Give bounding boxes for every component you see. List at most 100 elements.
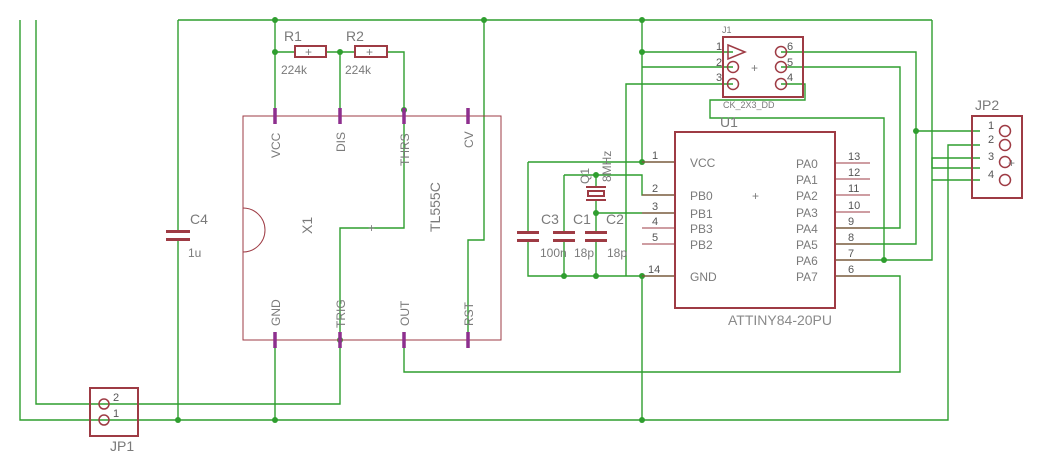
c3-name-label: C3: [541, 211, 559, 227]
pin-label: PA5: [796, 238, 818, 252]
resistor-body: [294, 45, 327, 58]
capacitor-plate: [585, 231, 607, 234]
pin-label-dis: DIS: [334, 132, 348, 152]
pin-label: GND: [690, 270, 717, 284]
junction-dot: [593, 273, 599, 279]
junction-dot: [639, 49, 645, 55]
junction-dot: [272, 17, 278, 23]
wire-j1-pin3: [625, 83, 733, 276]
pin-number: 4: [988, 169, 994, 181]
pin-label-out: OUT: [398, 300, 412, 326]
mcu-u1[interactable]: U1 ATTINY84-20PU + 1 2 3 4 5 14 VCC PB0 …: [642, 114, 870, 328]
c1-value-label: 18p: [574, 246, 594, 260]
junction-dot: [913, 128, 919, 134]
timer-555-x1[interactable]: VCC DIS THRS CV GND TRIG OUT RST X1 TL55…: [242, 108, 502, 348]
j1-part-label: CK_2X3_DD: [723, 100, 775, 110]
pin-number: 3: [988, 151, 994, 163]
c2-name-label: C2: [606, 211, 624, 227]
wire-j1-pin4: [709, 83, 885, 261]
crystal-q1[interactable]: Q1 8MHz: [578, 151, 614, 213]
capacitor-c1[interactable]: C1 18p: [553, 211, 594, 260]
header-pin: [726, 77, 740, 91]
pin-number: 14: [648, 264, 660, 276]
pin-label: PA1: [796, 173, 818, 187]
timer-name-label: X1: [299, 217, 315, 234]
pin-label-thrs: THRS: [398, 133, 412, 166]
mcu-left-pins: 1 2 3 4 5 14 VCC PB0 PB1 PB3 PB2 GND: [642, 150, 717, 284]
c3-value-label: 100n: [540, 246, 567, 260]
header-pin: [998, 138, 1012, 152]
header-pin: [998, 155, 1012, 169]
pin-number: 11: [848, 183, 859, 195]
pin-label: PB2: [690, 238, 713, 252]
header-pin: [774, 60, 788, 74]
capacitor-plate: [553, 239, 575, 242]
pin-number: 1: [652, 150, 658, 162]
c1-name-label: C1: [573, 211, 591, 227]
capacitor-c4[interactable]: C4 1u: [166, 211, 208, 260]
c4-name-label: C4: [190, 211, 208, 227]
junction-dot: [881, 257, 887, 263]
pin-label: PA0: [796, 157, 818, 171]
q1-value-label: 8MHz: [600, 151, 614, 182]
pin-label: PA7: [796, 270, 818, 284]
wire-bottom-rail: [19, 20, 980, 421]
pin-label: PB0: [690, 189, 713, 203]
pin-label-vcc: VCC: [269, 132, 283, 158]
pin-number: 6: [848, 264, 854, 276]
mcu-origin-plus-icon: +: [752, 189, 759, 203]
junction-dot: [272, 49, 278, 55]
wire-trig-thrs: [339, 110, 405, 340]
header-body: [89, 387, 139, 437]
pin-number: 2: [113, 392, 119, 404]
capacitor-plate: [585, 239, 607, 242]
timer-body: [242, 115, 502, 341]
q1-name-label: Q1: [578, 168, 592, 184]
junction-dot: [481, 17, 487, 23]
j1-name-label: J1: [722, 25, 732, 35]
pin-number: 1: [716, 41, 722, 53]
junction-dot: [272, 417, 278, 423]
header-origin-plus-icon: +: [751, 61, 758, 75]
r2-value-label: 224k: [345, 63, 372, 77]
pin-number: 5: [787, 57, 793, 69]
capacitor-plate: [553, 231, 575, 234]
pin-number: 2: [988, 134, 994, 146]
r2-name-label: R2: [346, 28, 364, 44]
crystal-body: [587, 190, 605, 197]
r1-name-label: R1: [284, 28, 302, 44]
header-pin: [998, 124, 1012, 138]
resistor-body: [354, 45, 388, 58]
pin-number: 4: [652, 216, 658, 228]
mcu-body: [674, 131, 836, 309]
junction-dot: [639, 17, 645, 23]
capacitor-c3[interactable]: C3 100n: [517, 211, 567, 260]
pin1-arrow-icon: [727, 43, 747, 61]
capacitor-c2[interactable]: C2 18p: [585, 211, 627, 260]
pin-label: PA2: [796, 189, 818, 203]
mcu-part-label: ATTINY84-20PU: [728, 312, 832, 328]
header-pin: [774, 77, 788, 91]
pin-label: PA4: [796, 222, 818, 236]
resistor-r2[interactable]: + R2 224k: [345, 28, 388, 77]
capacitor-plate: [166, 230, 190, 233]
header-pin: [98, 398, 110, 410]
header-j1[interactable]: J1 CK_2X3_DD + 1 2 3 6 5 4: [716, 25, 804, 110]
junction-dot: [561, 273, 567, 279]
timer-notch: [242, 207, 266, 253]
pin-number: 9: [848, 216, 854, 228]
resistor-plus-icon: +: [366, 45, 373, 59]
pin-label-trig: TRIG: [334, 299, 348, 328]
header-jp2[interactable]: JP2 + 1 2 3 4: [971, 97, 1023, 199]
mcu-name-label: U1: [720, 114, 738, 130]
pin-number: 3: [716, 72, 722, 84]
pin-number: 8: [848, 232, 854, 244]
resistor-r1[interactable]: + R1 224k: [281, 28, 327, 77]
pin-number: 6: [787, 41, 793, 53]
pin-number: 10: [848, 200, 860, 212]
junction-dot: [337, 49, 343, 55]
capacitor-plate: [517, 231, 539, 234]
pin-number: 12: [848, 167, 860, 179]
pin-label: PB3: [690, 222, 713, 236]
header-jp1[interactable]: 2 1 JP1: [89, 387, 139, 454]
